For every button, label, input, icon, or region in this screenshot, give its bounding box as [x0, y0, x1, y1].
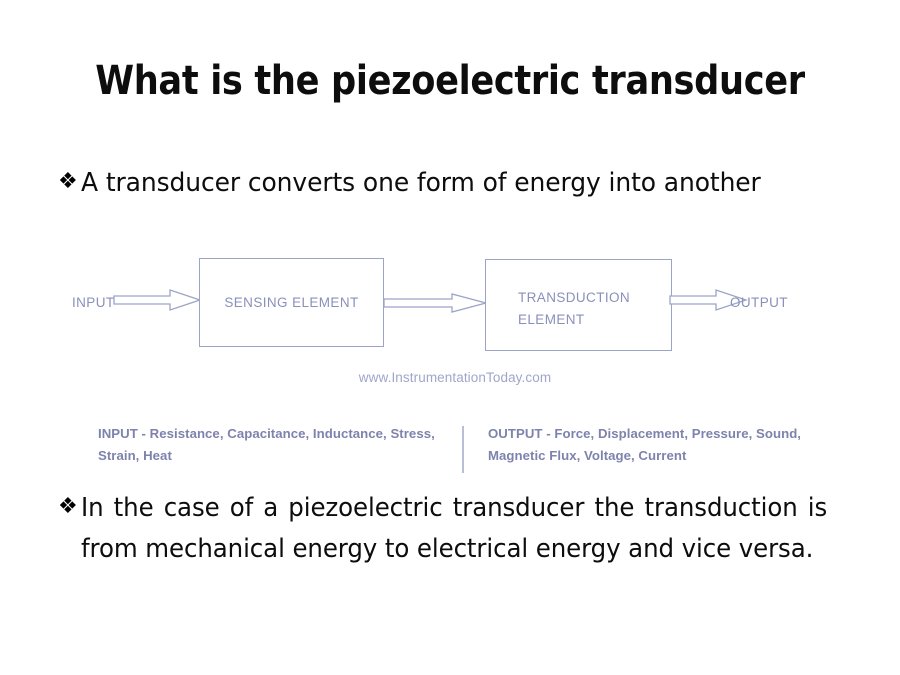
- diagram-watermark: www.InstrumentationToday.com: [358, 370, 552, 385]
- input-block-arrow-icon: [113, 289, 202, 311]
- transducer-block-diagram: INPUT SENSING ELEMENT TRANSDUCTION ELEME…: [60, 250, 850, 480]
- transduction-element-block: TRANSDUCTION ELEMENT: [485, 259, 672, 351]
- transduction-element-label: TRANSDUCTION ELEMENT: [518, 287, 630, 331]
- diagram-output-label: OUTPUT: [730, 295, 788, 310]
- page-title: What is the piezoelectric transducer: [95, 58, 805, 104]
- bullet-item-2: ❖ In the case of a piezoelectric transdu…: [58, 488, 858, 570]
- bullet-item-1: ❖ A transducer converts one form of ener…: [58, 163, 798, 204]
- bullet-item-2-text: In the case of a piezoelectric transduce…: [80, 493, 827, 564]
- diagram-input-label: INPUT: [72, 295, 115, 310]
- sensing-element-label: SENSING ELEMENT: [224, 295, 359, 310]
- middle-block-arrow-icon: [383, 293, 488, 313]
- output-block-arrow-icon: [669, 289, 748, 311]
- diagram-output-caption: OUTPUT - Force, Displacement, Pressure, …: [488, 426, 802, 463]
- transduction-element-label-line1: TRANSDUCTION: [518, 290, 631, 305]
- diagram-input-caption: INPUT - Resistance, Capacitance, Inducta…: [98, 426, 435, 463]
- sensing-element-block: SENSING ELEMENT: [199, 258, 384, 347]
- bullet-diamond-icon: ❖: [58, 494, 78, 519]
- bullet-diamond-icon: ❖: [58, 169, 78, 194]
- bullet-item-1-text: A transducer converts one form of energy…: [80, 168, 761, 198]
- caption-divider: [462, 426, 464, 473]
- transduction-element-label-line2: ELEMENT: [518, 312, 585, 327]
